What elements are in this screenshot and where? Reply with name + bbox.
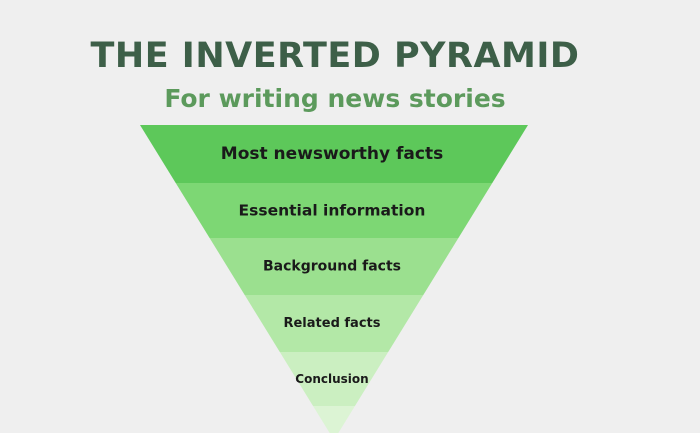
pyramid-bands [140,125,528,433]
pyramid-level-1-label: Most newsworthy facts [221,144,443,164]
pyramid-level-3-label: Background facts [263,259,401,275]
pyramid-level-2-label: Essential information [239,202,426,220]
pyramid-level-4 [244,295,424,352]
pyramid-level-4-label: Related facts [283,316,380,331]
page-subtitle: For writing news stories [164,84,506,113]
pyramid-level-2 [175,183,493,238]
pyramid-level-3 [209,238,459,295]
pyramid-level-1 [140,125,528,183]
pyramid-level-5-label: Conclusion [295,372,368,386]
page-title: THE INVERTED PYRAMID [90,36,580,76]
pyramid-level-5 [279,352,389,406]
pyramid-level-6 [313,406,355,433]
